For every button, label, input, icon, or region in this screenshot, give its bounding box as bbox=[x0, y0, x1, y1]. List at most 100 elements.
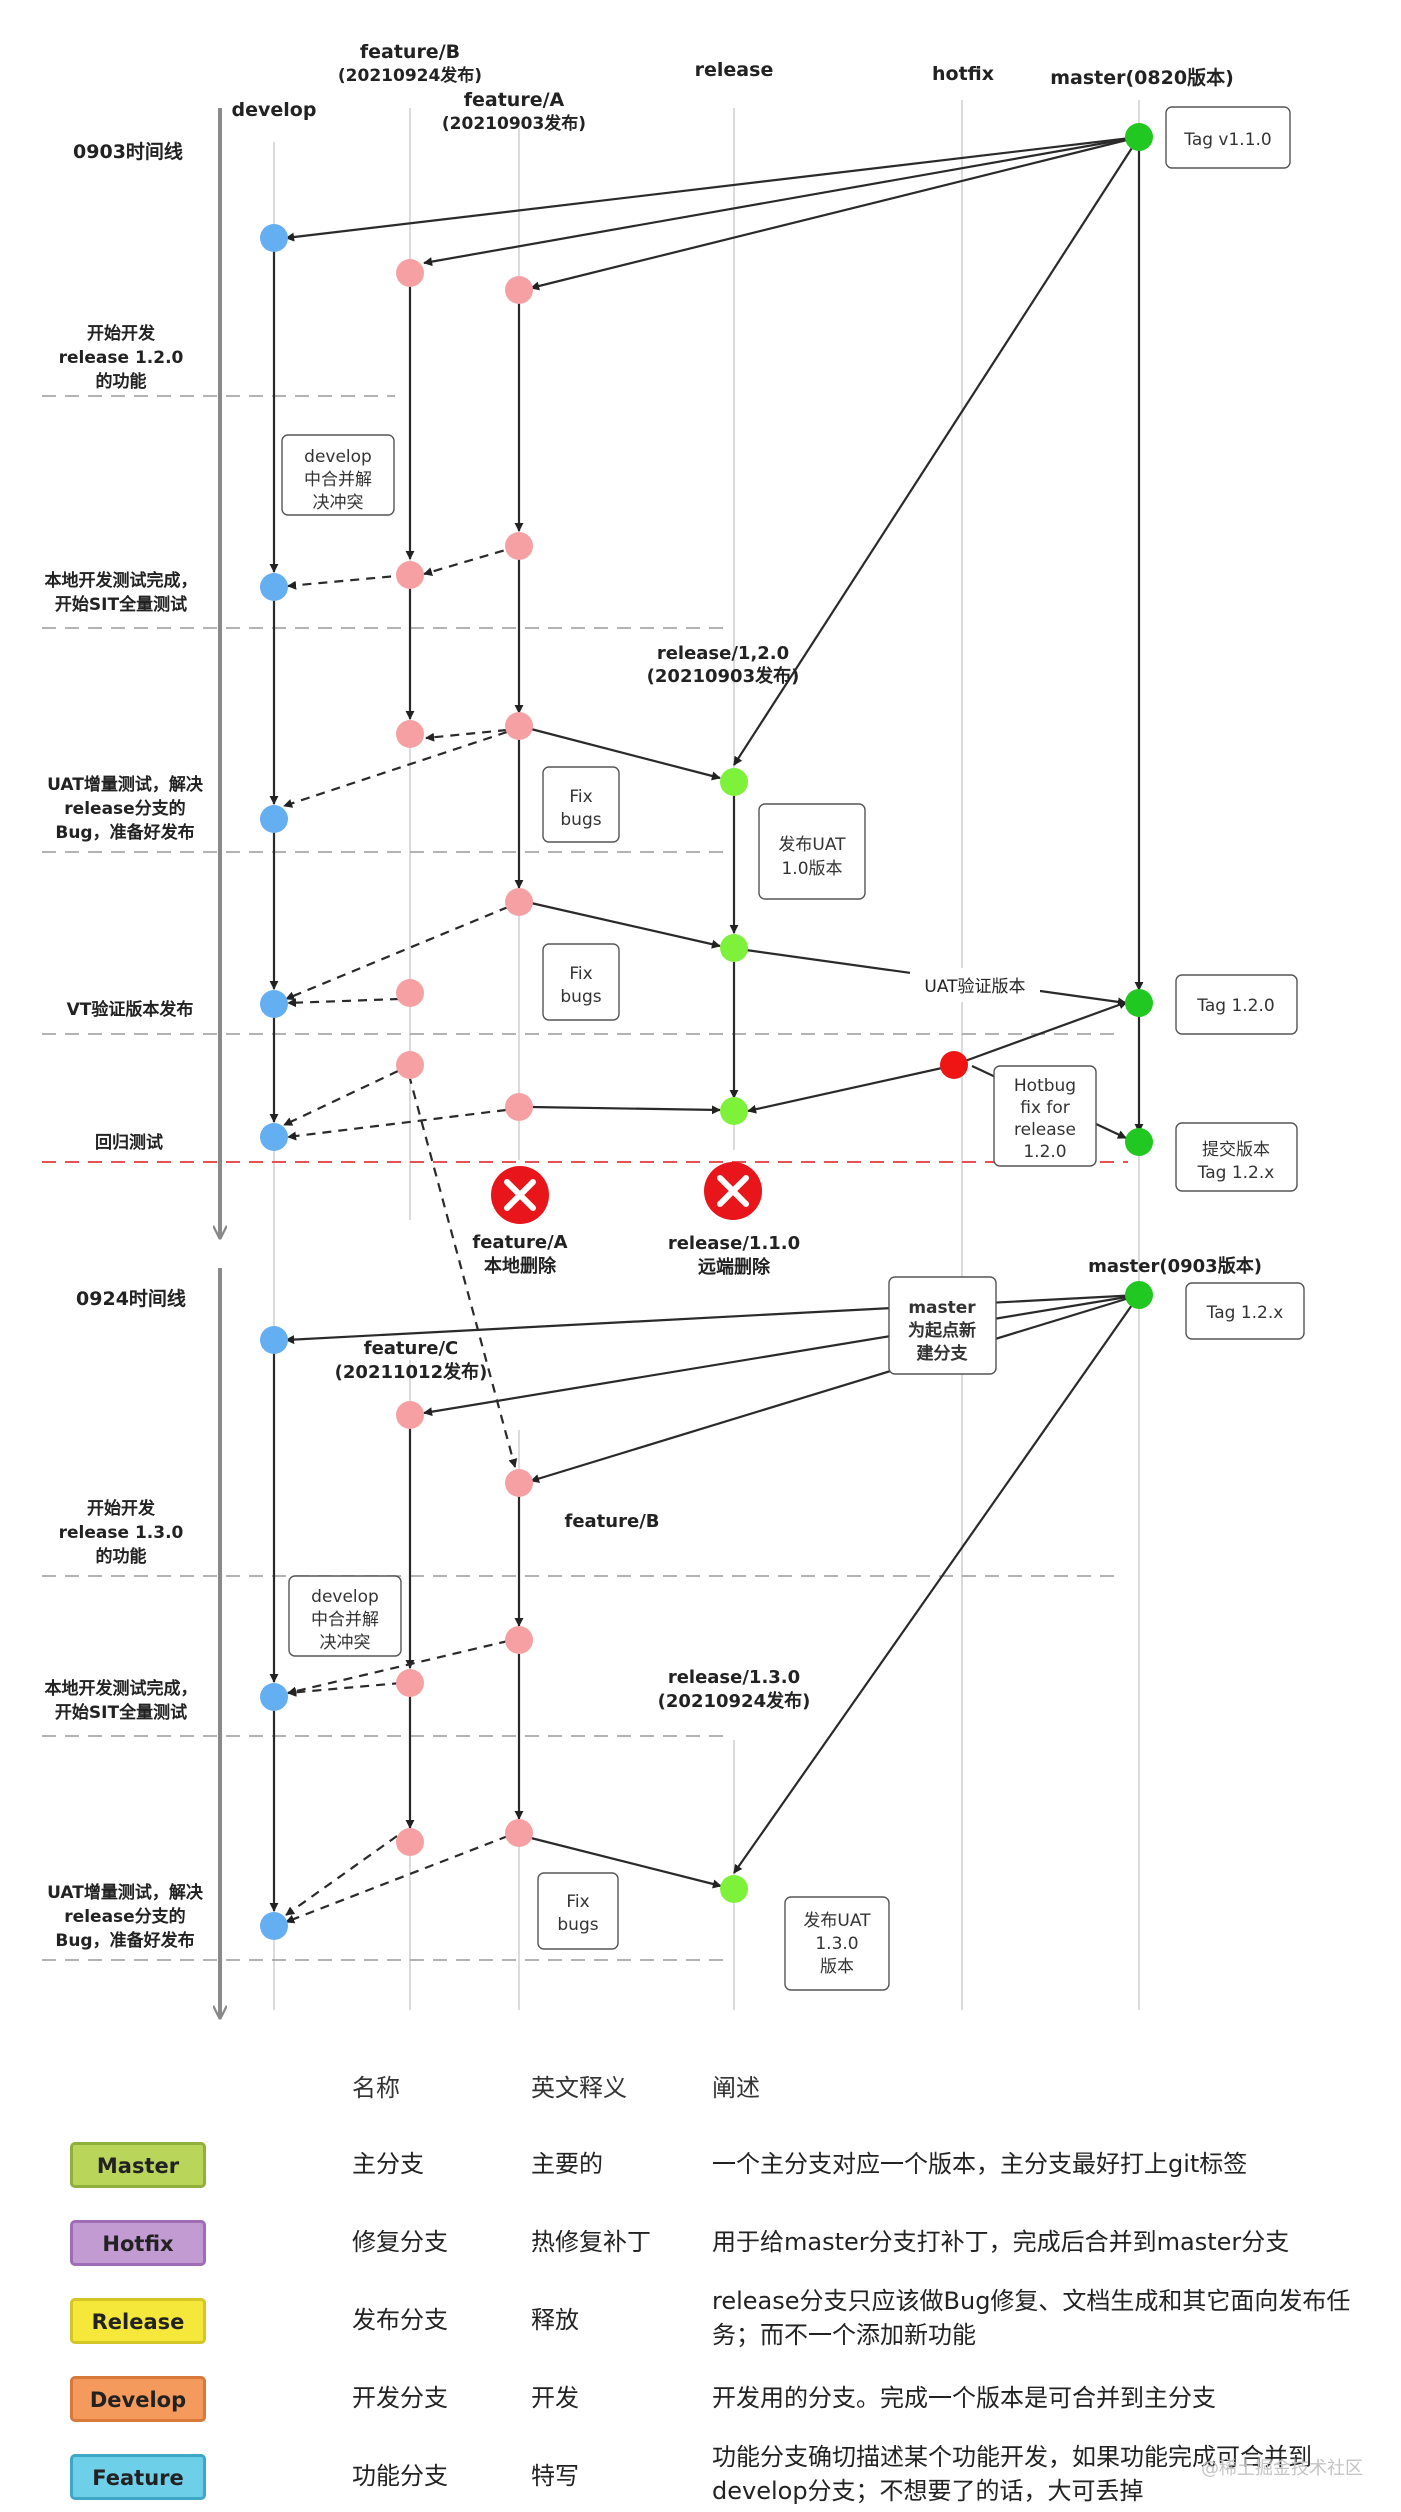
legend-name: 主分支 bbox=[352, 2150, 424, 2178]
solid-edges bbox=[269, 135, 1144, 1912]
legend-badge-develop: Develop bbox=[70, 2376, 206, 2422]
lane-headers: develop feature/B (20210924发布) feature/A… bbox=[232, 41, 1234, 134]
feature-c-node bbox=[396, 1669, 424, 1697]
lane-feature-b-label: feature/B bbox=[360, 41, 460, 63]
stage-separators bbox=[42, 395, 1120, 1961]
feature-b-node bbox=[505, 1626, 533, 1654]
release-120-label: release/1,2.0(20210903发布) bbox=[647, 643, 800, 687]
master-node bbox=[1125, 989, 1153, 1017]
feature-c-node bbox=[396, 1828, 424, 1856]
release-node bbox=[720, 1097, 748, 1125]
legend-desc: 一个主分支对应一个版本，主分支最好打上git标签 bbox=[712, 2150, 1248, 2178]
release-130-label: release/1.3.0(20210924发布) bbox=[658, 1667, 811, 1712]
feature-c-label: feature/C(20211012发布) bbox=[335, 1338, 488, 1383]
watermark: @稀土掘金技术社区 bbox=[1201, 2458, 1363, 2479]
legend-english: 热修复补丁 bbox=[531, 2228, 651, 2256]
feature-b-node bbox=[396, 979, 424, 1007]
lane-feature-b-date: (20210924发布) bbox=[338, 65, 482, 86]
lane-hotfix-label: hotfix bbox=[932, 63, 994, 85]
feature-b-node bbox=[396, 561, 424, 589]
legend-badge-hotfix: Hotfix bbox=[70, 2220, 206, 2266]
legend-row-release: Release 发布分支 释放 release分支只应该做Bug修复、文档生成和… bbox=[0, 2286, 1401, 2356]
feature-nodes bbox=[396, 259, 533, 1856]
release-node bbox=[720, 768, 748, 796]
stage-vt-release: VT验证版本发布 bbox=[67, 999, 194, 1020]
lane-feature-a-date: (20210903发布) bbox=[442, 113, 586, 134]
tag-120-label: Tag 1.2.0 bbox=[1196, 996, 1274, 1016]
legend-name: 修复分支 bbox=[352, 2228, 448, 2256]
lane-develop-label: develop bbox=[232, 99, 317, 121]
legend-badge-master: Master bbox=[70, 2142, 206, 2188]
lane-master-label: master(0820版本) bbox=[1050, 66, 1234, 89]
legend-english: 特写 bbox=[531, 2462, 579, 2490]
develop-node bbox=[260, 573, 288, 601]
legend-name: 功能分支 bbox=[352, 2462, 448, 2490]
delete-mark-feature-a bbox=[491, 1166, 549, 1224]
legend-name: 开发分支 bbox=[352, 2384, 448, 2412]
legend-name: 发布分支 bbox=[352, 2306, 448, 2334]
feature-c-node bbox=[396, 1401, 424, 1429]
legend-english: 开发 bbox=[531, 2384, 579, 2412]
delete-mark-release-110 bbox=[704, 1162, 762, 1220]
gitflow-diagram: develop feature/B (20210924发布) feature/A… bbox=[42, 41, 1305, 2050]
develop-node bbox=[260, 1326, 288, 1354]
master-node bbox=[1125, 123, 1153, 151]
develop-node bbox=[260, 224, 288, 252]
legend-english: 释放 bbox=[531, 2306, 579, 2334]
develop-node bbox=[260, 805, 288, 833]
annotation-boxes bbox=[281, 106, 1305, 1991]
tag-v110-label: Tag v1.1.0 bbox=[1183, 130, 1272, 150]
hotfix-node bbox=[940, 1051, 968, 1079]
legend-row-feature: Feature 功能分支 特写 功能分支确切描述某个功能开发，如果功能完成可合并… bbox=[0, 2442, 1401, 2512]
develop-node bbox=[260, 1123, 288, 1151]
legend-desc: 功能分支确切描述某个功能开发，如果功能完成可合并到develop分支；不想要了的… bbox=[712, 2443, 1312, 2505]
legend-row-develop: Develop 开发分支 开发 开发用的分支。完成一个版本是可合并到主分支 bbox=[0, 2364, 1401, 2434]
legend-desc: 开发用的分支。完成一个版本是可合并到主分支 bbox=[712, 2384, 1216, 2412]
feature-b-new-label: feature/B bbox=[565, 1511, 660, 1532]
feature-a-node bbox=[505, 712, 533, 740]
legend-desc: 用于给master分支打补丁，完成后合并到master分支 bbox=[712, 2228, 1290, 2256]
legend-badge-release: Release bbox=[70, 2298, 206, 2344]
master-node bbox=[1125, 1128, 1153, 1156]
develop-node bbox=[260, 1683, 288, 1711]
stage-timeline-0924: 0924时间线 bbox=[76, 1287, 186, 1310]
legend-header-name: 名称 bbox=[352, 2074, 400, 2102]
lane-feature-a-label: feature/A bbox=[464, 89, 565, 111]
stage-regression: 回归测试 bbox=[95, 1132, 163, 1153]
feature-b-node bbox=[396, 1051, 424, 1079]
master-node bbox=[1125, 1281, 1153, 1309]
uat-verify-label: UAT验证版本 bbox=[924, 977, 1025, 997]
feature-b-node bbox=[505, 1819, 533, 1847]
feature-b-node bbox=[396, 259, 424, 287]
legend-header-english: 英文释义 bbox=[531, 2074, 627, 2102]
legend-desc: release分支只应该做Bug修复、文档生成和其它面向发布任务；而不一个添加新… bbox=[712, 2287, 1351, 2349]
feature-a-node bbox=[505, 888, 533, 916]
stage-sit-test-1: 本地开发测试完成，开始SIT全量测试 bbox=[45, 570, 198, 615]
tag-12x-label: Tag 1.2.x bbox=[1206, 1303, 1284, 1323]
lane-release-label: release bbox=[695, 59, 774, 81]
feature-a-node bbox=[505, 532, 533, 560]
develop-nodes bbox=[260, 224, 288, 1940]
legend-badge-feature: Feature bbox=[70, 2454, 206, 2500]
develop-node bbox=[260, 990, 288, 1018]
release-node bbox=[720, 1875, 748, 1903]
legend-header-desc: 阐述 bbox=[712, 2074, 760, 2102]
branch-labels: release/1,2.0(20210903发布) UAT验证版本 featur… bbox=[335, 643, 1262, 1712]
feature-a-node bbox=[505, 276, 533, 304]
legend-table: 名称 英文释义 阐述 Master 主分支 主要的 一个主分支对应一个版本，主分… bbox=[0, 2050, 1401, 2508]
stage-timeline-0903: 0903时间线 bbox=[73, 140, 183, 163]
